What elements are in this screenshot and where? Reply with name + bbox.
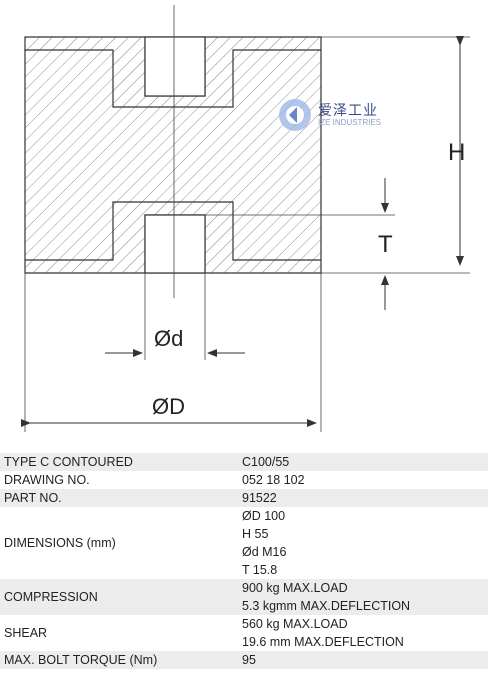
spec-row-part-no: PART NO. 91522	[0, 489, 488, 507]
spec-value-line: 560 kg MAX.LOAD	[242, 617, 348, 631]
spec-value-line: 95	[242, 653, 256, 667]
spec-value-line: 5.3 kgmm MAX.DEFLECTION	[242, 599, 411, 613]
spec-value: 900 kg MAX.LOAD 5.3 kgmm MAX.DEFLECTION	[238, 579, 488, 615]
spec-key: TYPE C CONTOURED	[0, 453, 238, 471]
spec-key: DRAWING NO.	[0, 471, 238, 489]
spec-key: DIMENSIONS (mm)	[0, 507, 238, 579]
d-label: Ød	[154, 326, 183, 351]
spec-table: TYPE C CONTOURED C100/55 DRAWING NO. 052…	[0, 453, 488, 669]
big-d-label: ØD	[152, 394, 185, 419]
spec-row-compression: COMPRESSION 900 kg MAX.LOAD 5.3 kgmm MAX…	[0, 579, 488, 615]
spec-row-bolt-torque: MAX. BOLT TORQUE (Nm) 95	[0, 651, 488, 669]
spec-value: 560 kg MAX.LOAD 19.6 mm MAX.DEFLECTION	[238, 615, 488, 651]
spec-key: MAX. BOLT TORQUE (Nm)	[0, 651, 238, 669]
spec-value: C100/55	[238, 453, 488, 471]
spec-key: SHEAR	[0, 615, 238, 651]
t-label: T	[378, 231, 393, 258]
spec-row-dimensions: DIMENSIONS (mm) ØD 100 H 55 Ød M16 T 15.…	[0, 507, 488, 579]
spec-row-drawing-no: DRAWING NO. 052 18 102	[0, 471, 488, 489]
spec-value-line: T 15.8	[242, 563, 278, 577]
spec-value-line: 900 kg MAX.LOAD	[242, 581, 348, 595]
spec-key: PART NO.	[0, 489, 238, 507]
spec-value-line: 91522	[242, 491, 277, 505]
spec-row-type: TYPE C CONTOURED C100/55	[0, 453, 488, 471]
watermark-brand-en: IZE INDUSTRIES	[318, 118, 382, 127]
bottom-bolt-hole	[144, 214, 206, 274]
ize-logo-icon	[279, 99, 311, 131]
spec-value-line: H 55	[242, 527, 269, 541]
spec-key: COMPRESSION	[0, 579, 238, 615]
spec-value-line: 052 18 102	[242, 473, 305, 487]
spec-value: 052 18 102	[238, 471, 488, 489]
spec-value: 91522	[238, 489, 488, 507]
spec-value: 95	[238, 651, 488, 669]
spec-value-line: 19.6 mm MAX.DEFLECTION	[242, 635, 404, 649]
h-label: H	[448, 139, 465, 166]
spec-value-line: ØD 100	[242, 509, 286, 523]
watermark-brand-cn: 爱泽工业	[318, 102, 378, 118]
spec-row-shear: SHEAR 560 kg MAX.LOAD 19.6 mm MAX.DEFLEC…	[0, 615, 488, 651]
spec-value: ØD 100 H 55 Ød M16 T 15.8	[238, 507, 488, 579]
watermark-top: 爱泽工业 IZE INDUSTRIES	[278, 98, 381, 132]
spec-value-line: Ød M16	[242, 545, 287, 559]
technical-drawing: H T Ød ØD	[21, 5, 470, 432]
spec-value-line: C100/55	[242, 455, 290, 469]
top-bolt-hole	[144, 36, 206, 97]
